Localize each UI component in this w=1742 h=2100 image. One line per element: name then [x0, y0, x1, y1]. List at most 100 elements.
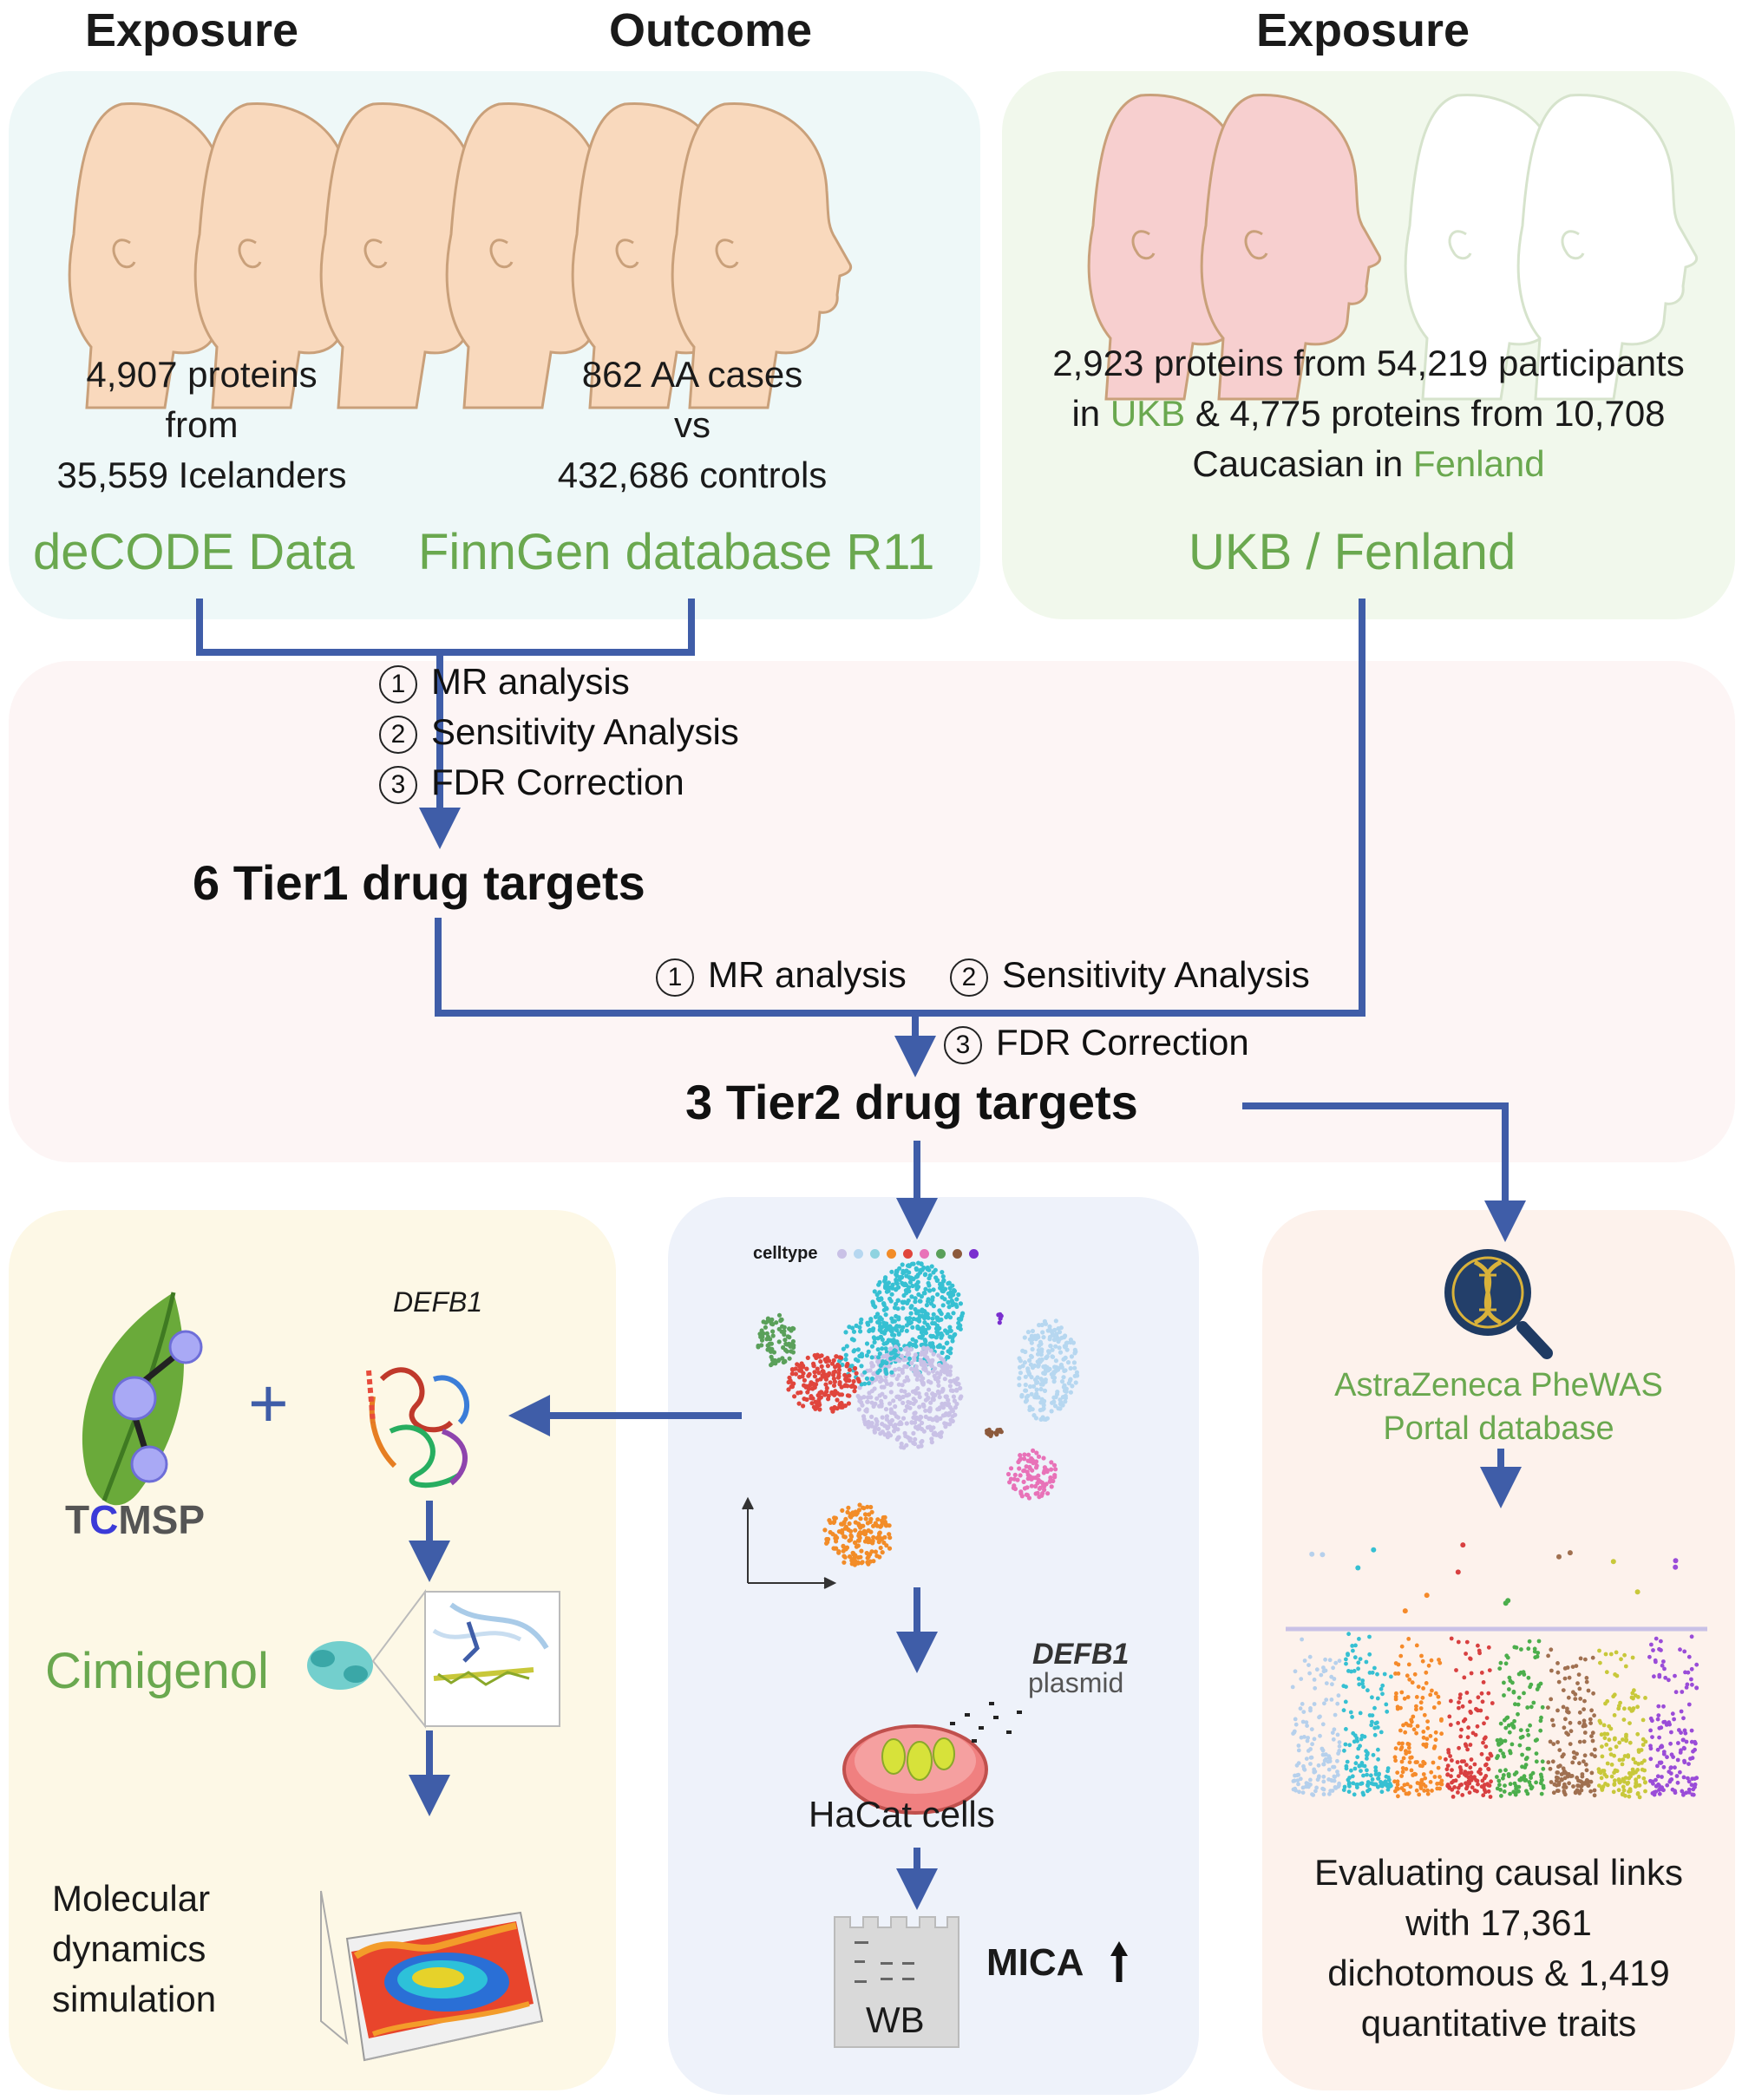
manhattan-point [1600, 1788, 1605, 1792]
manhattan-point [1356, 1746, 1361, 1751]
manhattan-point [1425, 1791, 1431, 1796]
umap-cell-point [1030, 1346, 1035, 1352]
umap-cell-point [882, 1534, 887, 1540]
umap-cell-point [874, 1396, 880, 1401]
manhattan-point [1674, 1774, 1680, 1778]
manhattan-point [1321, 1762, 1326, 1767]
manhattan-point [1319, 1672, 1324, 1678]
umap-cell-point [802, 1377, 808, 1383]
umap-cell-point [896, 1331, 901, 1337]
umap-cell-point [1023, 1399, 1028, 1404]
celltype-legend-dots [837, 1247, 986, 1263]
manhattan-point [1312, 1770, 1317, 1774]
manhattan-point [1299, 1677, 1304, 1681]
manhattan-point [1556, 1679, 1562, 1685]
manhattan-point [1577, 1720, 1582, 1725]
umap-cell-point [922, 1316, 927, 1321]
umap-cell-point [1059, 1364, 1064, 1370]
tcmsp-leaf-icon [82, 1292, 203, 1506]
manhattan-point [1512, 1718, 1516, 1724]
manhattan-point [1414, 1704, 1418, 1709]
umap-cell-point [1012, 1486, 1018, 1492]
umap-cell-point [817, 1390, 822, 1396]
manhattan-point [1621, 1788, 1627, 1793]
umap-cell-point [1022, 1335, 1027, 1340]
manhattan-point [1466, 1725, 1470, 1730]
manhattan-point [1686, 1762, 1691, 1766]
manhattan-point [1619, 1657, 1623, 1662]
manhattan-point [1384, 1702, 1389, 1707]
umap-cell-point [1041, 1403, 1046, 1408]
umap-cell-point [815, 1405, 820, 1410]
manhattan-point [1527, 1746, 1531, 1751]
manhattan-point [1327, 1658, 1333, 1663]
umap-cell-point [778, 1317, 783, 1323]
umap-cell-point [947, 1315, 953, 1320]
manhattan-point [1292, 1730, 1297, 1735]
plus-sign: + [248, 1364, 289, 1442]
manhattan-point [1507, 1675, 1512, 1680]
manhattan-point [1582, 1707, 1586, 1711]
umap-cell-point [894, 1394, 900, 1399]
umap-cell-point [1045, 1491, 1051, 1496]
umap-cell-point [900, 1416, 907, 1421]
umap-cell-point [927, 1267, 932, 1272]
manhattan-point [1312, 1737, 1317, 1742]
umap-cell-point [909, 1276, 914, 1281]
umap-cell-point [1041, 1416, 1047, 1422]
manhattan-point [1658, 1744, 1663, 1750]
manhattan-point [1323, 1668, 1328, 1673]
celltype-legend-dot [854, 1249, 863, 1259]
umap-cell-point [861, 1523, 866, 1528]
manhattan-point [1575, 1788, 1580, 1793]
umap-cell-point [869, 1414, 874, 1419]
manhattan-point [1320, 1786, 1325, 1791]
manhattan-point [1621, 1784, 1626, 1789]
umap-cell-point [858, 1329, 863, 1334]
umap-cell-point [888, 1422, 894, 1427]
umap-cell-point [769, 1354, 774, 1359]
manhattan-point [1610, 1559, 1616, 1565]
manhattan-point [1555, 1770, 1560, 1775]
umap-cell-point [1034, 1463, 1039, 1469]
manhattan-point [1330, 1730, 1335, 1735]
manhattan-point [1411, 1727, 1417, 1732]
umap-cell-point [841, 1346, 847, 1351]
umap-cell-point [864, 1376, 870, 1381]
manhattan-point [1478, 1708, 1483, 1713]
manhattan-point [1305, 1724, 1309, 1728]
umap-cell-point [1018, 1473, 1023, 1478]
manhattan-point [1504, 1653, 1510, 1658]
manhattan-point [1356, 1677, 1361, 1681]
umap-cell-point [1018, 1456, 1024, 1462]
manhattan-point [1411, 1714, 1416, 1719]
umap-cell-point [904, 1323, 909, 1328]
manhattan-point [1410, 1680, 1415, 1685]
manhattan-point [1660, 1663, 1665, 1668]
manhattan-point [1517, 1743, 1523, 1748]
manhattan-point [1456, 1790, 1460, 1795]
manhattan-point [1513, 1702, 1517, 1707]
manhattan-point [1457, 1705, 1461, 1711]
umap-cell-point [819, 1364, 824, 1369]
manhattan-point [1476, 1643, 1480, 1648]
umap-cell-point [820, 1369, 825, 1374]
decode-description: 4,907 proteins from 35,559 Icelanders [56, 354, 347, 495]
manhattan-point [1589, 1770, 1595, 1776]
manhattan-point [1306, 1749, 1311, 1753]
umap-cell-point [986, 1430, 992, 1436]
manhattan-point [1376, 1776, 1381, 1781]
manhattan-point [1523, 1778, 1528, 1783]
manhattan-point [1393, 1758, 1398, 1763]
umap-cell-point [994, 1432, 999, 1437]
umap-cell-point [840, 1508, 845, 1513]
manhattan-point [1310, 1792, 1314, 1797]
umap-cell-point [1052, 1473, 1058, 1478]
manhattan-point [1407, 1760, 1412, 1764]
manhattan-point [1490, 1701, 1495, 1705]
umap-cell-point [924, 1391, 929, 1397]
umap-cell-point [869, 1364, 875, 1369]
umap-cell-point [913, 1296, 918, 1301]
manhattan-point [1372, 1665, 1377, 1671]
